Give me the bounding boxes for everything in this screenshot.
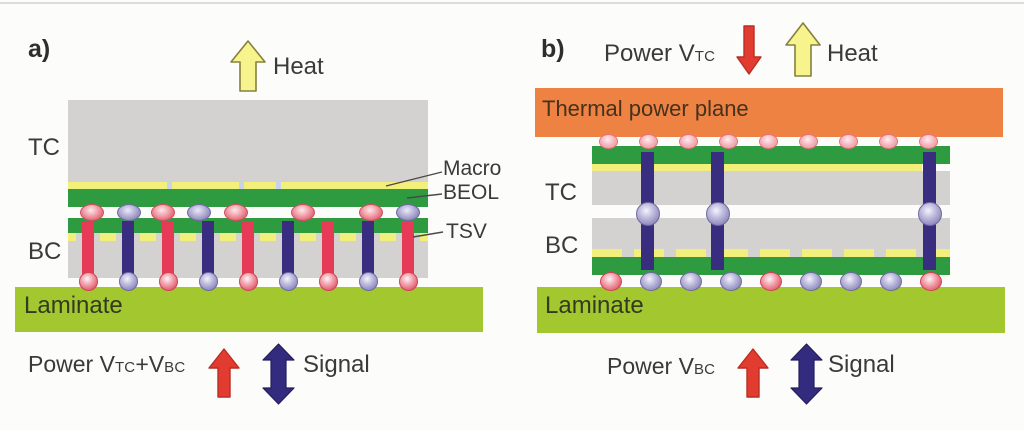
macro-gap — [276, 182, 281, 189]
solder-ball — [199, 272, 218, 291]
power-legend: Power VTC+VBC — [28, 352, 185, 376]
solder-ball — [239, 272, 258, 291]
signal-arrow-icon — [790, 343, 823, 405]
tsv-signal — [362, 221, 374, 277]
heat-label: Heat — [827, 40, 878, 67]
power-top-legend: Power VTC — [604, 41, 715, 66]
signal-label: Signal — [303, 351, 370, 378]
power-down-arrow-icon — [736, 25, 762, 75]
solder-ball — [680, 272, 702, 291]
tsv-joint-ball — [706, 202, 730, 226]
solder-ball — [79, 272, 98, 291]
laminate-label: Laminate — [24, 292, 123, 319]
microbump — [359, 204, 383, 221]
thermal-bump — [639, 134, 658, 149]
tsv-signal — [282, 221, 294, 277]
heat-label: Heat — [273, 53, 324, 80]
thermal-power-plane — [535, 88, 1003, 137]
thermal-bump — [759, 134, 778, 149]
microbump — [187, 204, 211, 221]
bc-macro-dashes — [592, 249, 950, 257]
signal-arrow-icon — [262, 343, 295, 405]
solder-ball — [359, 272, 378, 291]
microbump — [151, 204, 175, 221]
heat-arrow-icon — [229, 40, 267, 92]
panel-a-label: a) — [28, 35, 51, 63]
power-legend-prefix: Power V — [28, 351, 115, 377]
solder-ball — [159, 272, 178, 291]
microbump — [224, 204, 248, 221]
bc-label: BC — [545, 232, 579, 259]
solder-ball — [920, 272, 942, 291]
power-legend-mid: +V — [135, 351, 165, 377]
solder-ball — [119, 272, 138, 291]
thermal-bump — [599, 134, 618, 149]
tc-die — [68, 100, 428, 182]
power-legend-prefix: Power V — [607, 353, 694, 379]
thermal-power-plane-label: Thermal power plane — [542, 96, 749, 121]
solder-ball — [600, 272, 622, 291]
tsv-joint-ball — [918, 202, 942, 226]
solder-ball — [720, 272, 742, 291]
tsv-power — [82, 221, 94, 277]
macro-gap — [167, 182, 172, 189]
signal-label: Signal — [828, 351, 895, 378]
solder-ball — [640, 272, 662, 291]
annotation-leader-lines — [385, 171, 444, 238]
thermal-bump — [879, 134, 898, 149]
power-legend-sub-tc: TC — [114, 359, 136, 376]
thermal-bump — [839, 134, 858, 149]
thermal-bump — [679, 134, 698, 149]
thermal-bump — [799, 134, 818, 149]
thermal-bump — [719, 134, 738, 149]
solder-ball — [800, 272, 822, 291]
tc-macro-layer — [592, 164, 922, 171]
laminate-label: Laminate — [545, 292, 644, 319]
solder-ball — [840, 272, 862, 291]
laminate-bar — [537, 287, 1005, 333]
tsv-joint-ball — [636, 202, 660, 226]
heat-arrow-icon — [784, 22, 822, 77]
tsv-power — [162, 221, 174, 277]
beol-annotation: BEOL — [443, 181, 500, 204]
solder-ball — [279, 272, 298, 291]
top-rule — [0, 2, 1024, 4]
microbump — [291, 204, 315, 221]
thermal-bump — [919, 134, 938, 149]
tc-label: TC — [28, 134, 60, 161]
microbump — [396, 204, 420, 221]
macro-layer — [68, 182, 428, 189]
panel-b-label: b) — [541, 35, 565, 63]
power-top-prefix: Power V — [604, 40, 695, 67]
solder-ball — [399, 272, 418, 291]
solder-ball — [880, 272, 902, 291]
macro-annotation: Macro — [443, 157, 502, 180]
bc-beol-layer — [592, 257, 950, 275]
power-legend-sub-bc: BC — [693, 361, 716, 378]
power-up-arrow-icon — [208, 348, 240, 398]
power-legend: Power VBC — [607, 354, 715, 378]
tsv-power — [322, 221, 334, 277]
tc-label: TC — [545, 179, 577, 206]
tsv-annotation: TSV — [446, 220, 487, 243]
solder-ball — [760, 272, 782, 291]
power-legend-sub-bc: BC — [164, 359, 186, 376]
macro-gap — [239, 182, 244, 189]
power-up-arrow-icon — [737, 348, 769, 398]
tsv-power — [402, 221, 414, 277]
tsv-power — [242, 221, 254, 277]
tc-beol-layer — [68, 189, 428, 207]
bc-label: BC — [28, 238, 62, 265]
tsv-signal — [202, 221, 214, 277]
tsv-signal — [122, 221, 134, 277]
microbump — [80, 204, 104, 221]
microbump — [117, 204, 141, 221]
tc-beol-layer — [592, 146, 950, 164]
laminate-bar — [15, 287, 483, 332]
solder-ball — [319, 272, 338, 291]
power-top-sub-tc: TC — [694, 48, 716, 65]
